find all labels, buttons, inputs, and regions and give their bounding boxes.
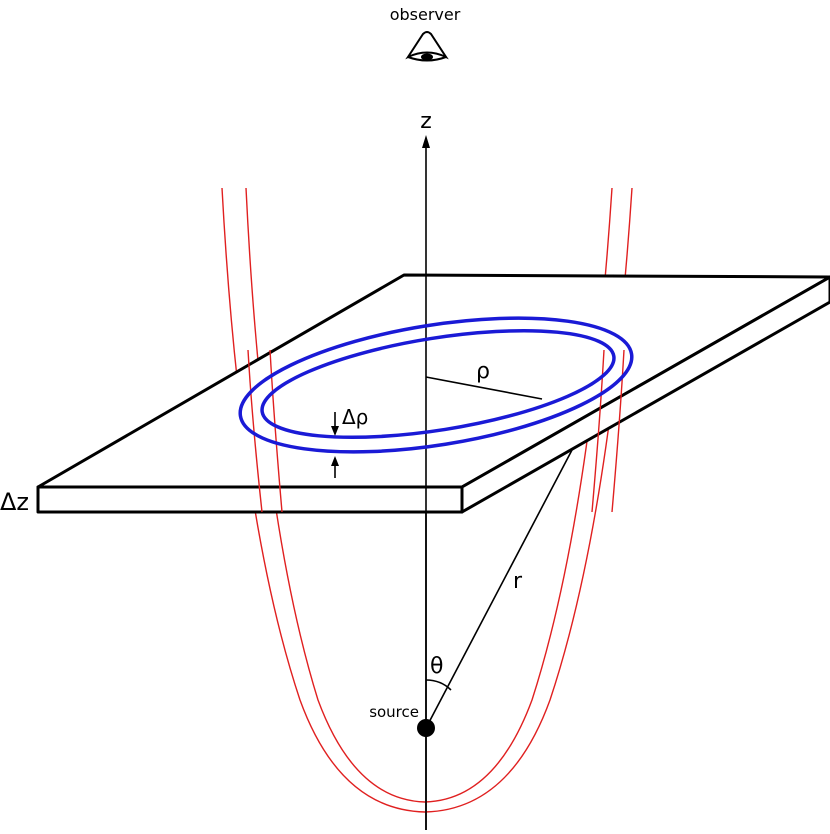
r-label: r: [513, 569, 523, 594]
source-label: source: [369, 703, 419, 721]
slab-top-face: [36, 273, 830, 489]
slab-front-face: [36, 485, 464, 514]
paraboloid-front: [247, 349, 625, 513]
r-line: [425, 449, 573, 729]
theta-arc: [425, 679, 452, 691]
rho-label: ρ: [476, 359, 490, 384]
slab-side-face: [460, 275, 830, 514]
annular-ring: [238, 316, 634, 454]
outer-ring: [238, 316, 634, 454]
delta-rho-label: Δρ: [342, 405, 368, 429]
delta-rho-arrows: [331, 412, 339, 478]
rho-radius-line: [425, 376, 543, 400]
theta-label: θ: [430, 654, 443, 679]
eye-icon: [405, 31, 449, 62]
slab: [36, 273, 830, 514]
observer-label: observer: [390, 5, 461, 24]
source-point: [417, 719, 435, 737]
inner-ring: [260, 328, 616, 440]
z-axis-label: z: [420, 109, 432, 134]
z-axis-arrowhead: [422, 135, 430, 148]
delta-z-label: Δz: [0, 488, 29, 516]
